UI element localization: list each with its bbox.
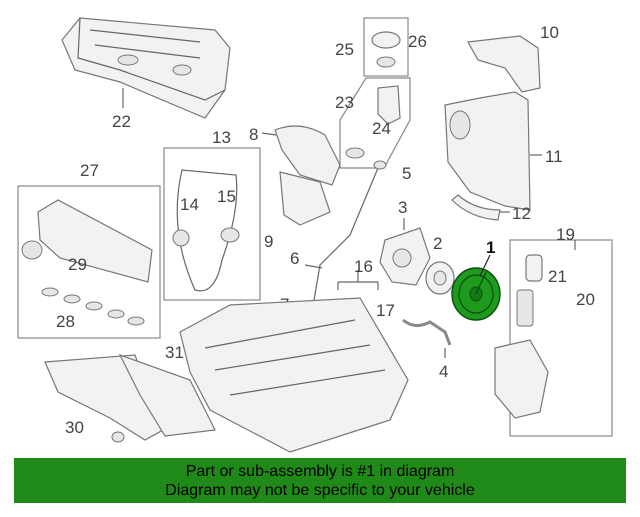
callout-20: 20 bbox=[576, 290, 595, 309]
callout-16: 16 bbox=[354, 257, 373, 276]
box-25-26 bbox=[363, 17, 409, 77]
leader-1 bbox=[479, 254, 491, 277]
part-rear-cover bbox=[279, 171, 331, 226]
info-banner: Part or sub-assembly is #1 in diagram Di… bbox=[14, 458, 626, 503]
callout-23: 23 bbox=[335, 93, 354, 112]
callout-9: 9 bbox=[264, 232, 273, 251]
banner-line-2: Diagram may not be specific to your vehi… bbox=[165, 482, 475, 499]
part-oil-pump bbox=[379, 227, 431, 286]
callout-28: 28 bbox=[56, 312, 75, 331]
box-13 bbox=[163, 147, 261, 301]
callout-6: 6 bbox=[290, 249, 299, 268]
callout-12: 12 bbox=[512, 204, 531, 223]
part-intake-gaskets bbox=[41, 287, 145, 326]
part-filler-cap bbox=[371, 31, 401, 49]
callout-8: 8 bbox=[249, 125, 258, 144]
callout-25: 25 bbox=[335, 40, 354, 59]
part-upper-timing-cover bbox=[467, 35, 541, 93]
callout-24: 24 bbox=[372, 119, 391, 138]
callout-2: 2 bbox=[433, 234, 442, 253]
callout-30: 30 bbox=[65, 418, 84, 437]
part-timing-gasket bbox=[274, 125, 341, 186]
callout-10: 10 bbox=[540, 23, 559, 42]
callout-17: 17 bbox=[376, 301, 395, 320]
callout-4: 4 bbox=[439, 362, 448, 381]
part-idler-pulley bbox=[172, 229, 190, 247]
box-27 bbox=[17, 185, 161, 339]
part-valve-cover bbox=[61, 17, 231, 119]
box-19 bbox=[509, 239, 613, 437]
callout-14: 14 bbox=[180, 195, 199, 214]
part-tensioner bbox=[220, 227, 240, 243]
callout-5: 5 bbox=[402, 164, 411, 183]
callout-21: 21 bbox=[548, 267, 567, 286]
part-lower-timing-cover bbox=[451, 194, 501, 221]
callout-31: 31 bbox=[165, 343, 184, 362]
part-crank-gear bbox=[425, 261, 455, 295]
part-exhaust-nut bbox=[111, 431, 125, 443]
part-timing-cover bbox=[444, 91, 531, 211]
callout-3: 3 bbox=[398, 198, 407, 217]
banner-line-1: Part or sub-assembly is #1 in diagram bbox=[185, 463, 455, 480]
part-filter-cap bbox=[525, 254, 543, 282]
part-intake-manifold bbox=[37, 199, 153, 283]
part-cap-seal bbox=[376, 56, 396, 68]
callout-22: 22 bbox=[112, 112, 131, 131]
part-neck-seal bbox=[345, 147, 365, 159]
part-crankshaft-pulley-highlighted bbox=[451, 267, 501, 321]
callout-11: 11 bbox=[545, 147, 563, 166]
part-filter-element bbox=[516, 289, 534, 327]
part-dipstick bbox=[311, 167, 379, 313]
callout-1: 1 bbox=[486, 238, 495, 257]
bracket-16 bbox=[337, 270, 379, 290]
part-timing-belt bbox=[176, 169, 238, 292]
part-oil-pan bbox=[179, 297, 409, 453]
callout-15: 15 bbox=[217, 187, 236, 206]
callout-29: 29 bbox=[68, 255, 87, 274]
part-filler-neck bbox=[377, 85, 401, 125]
callout-13: 13 bbox=[212, 128, 231, 147]
callout-19: 19 bbox=[556, 225, 575, 244]
part-exhaust-gasket bbox=[118, 353, 216, 437]
callout-27: 27 bbox=[80, 161, 99, 180]
part-intake-seal bbox=[21, 240, 43, 260]
part-oil-pipe bbox=[402, 318, 452, 346]
part-filter-housing bbox=[494, 339, 549, 419]
callout-26: 26 bbox=[408, 32, 427, 51]
